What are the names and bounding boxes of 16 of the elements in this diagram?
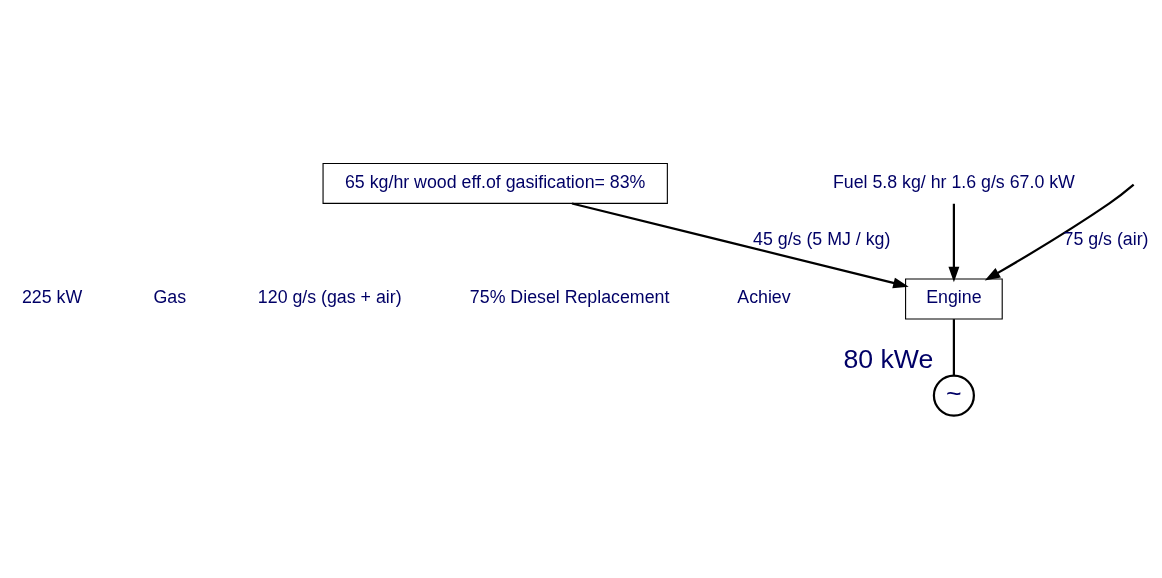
node-label: 80 kWe	[843, 343, 934, 374]
node-box: 65 kg/hr wood eff.of gasification= 83%	[322, 162, 668, 204]
node-box: Engine	[905, 277, 1003, 319]
label: 225 kW	[21, 286, 83, 307]
label: 75% Diesel Replacement	[469, 286, 670, 307]
arrow	[571, 201, 909, 288]
edge-label: 75 g/s (air)	[1063, 228, 1149, 249]
label: 120 g/s (gas + air)	[257, 286, 402, 307]
node-circle: ~	[932, 373, 975, 417]
label: Gas	[153, 286, 187, 307]
connector	[952, 318, 955, 375]
node-text: Fuel 5.8 kg/ hr 1.6 g/s 67.0 kW	[832, 171, 1075, 192]
arrow	[984, 183, 1135, 280]
arrow	[948, 203, 960, 282]
label: Achiev	[737, 286, 791, 307]
edge-label: 45 g/s (5 MJ / kg)	[753, 228, 891, 249]
